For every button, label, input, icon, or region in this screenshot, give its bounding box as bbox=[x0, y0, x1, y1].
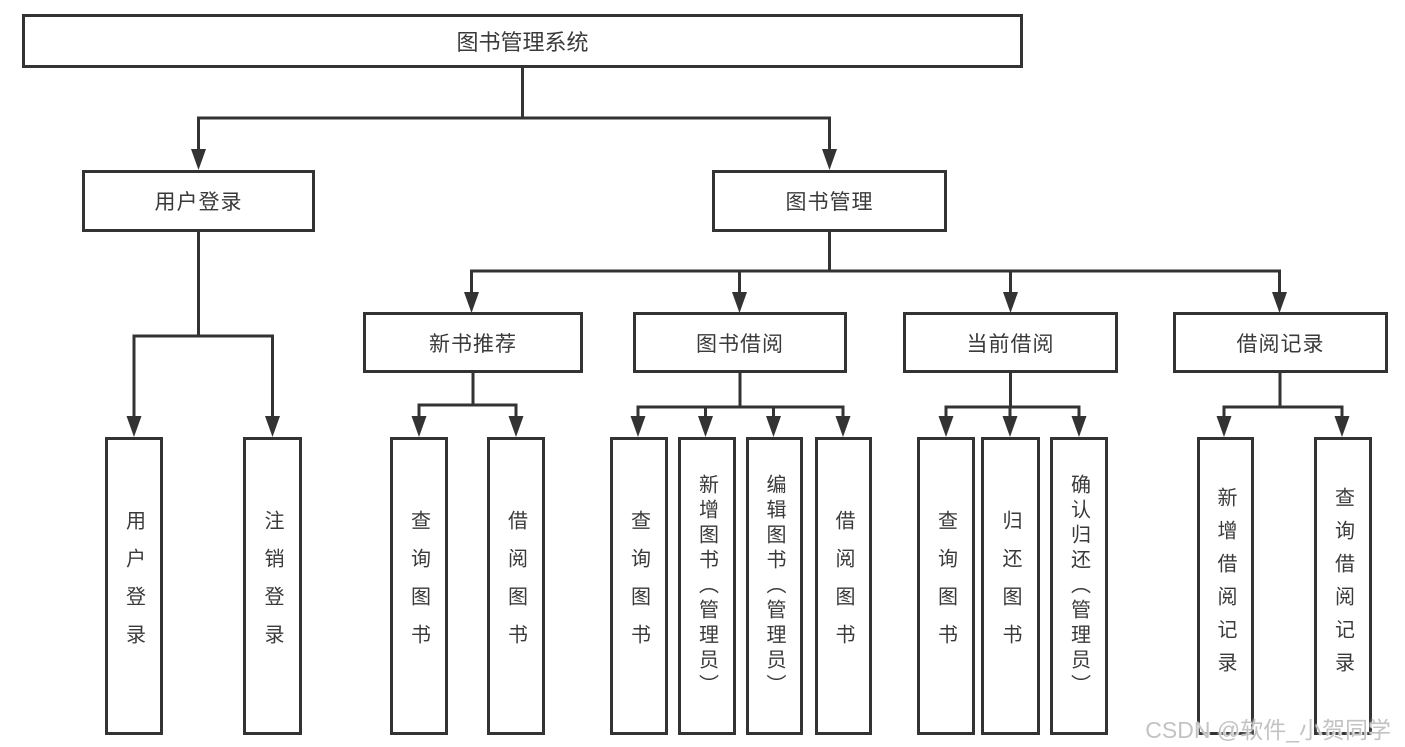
leaf-user-login: 用户登录 bbox=[105, 437, 163, 735]
leaf-add-borrow-record: 新增借阅记录 bbox=[1197, 437, 1254, 735]
leaf-query-books-borrow: 查询图书 bbox=[610, 437, 668, 735]
leaf-query-borrow-record: 查询借阅记录 bbox=[1314, 437, 1372, 735]
node-current-borrow: 当前借阅 bbox=[903, 312, 1118, 373]
node-new-book-recommend: 新书推荐 bbox=[363, 312, 583, 373]
node-borrow-records: 借阅记录 bbox=[1173, 312, 1388, 373]
leaf-query-books-current: 查询图书 bbox=[917, 437, 975, 735]
node-user-login: 用户登录 bbox=[82, 170, 315, 232]
leaf-edit-book-admin: 编辑图书（管理员） bbox=[746, 437, 803, 735]
arrowheads bbox=[126, 149, 1350, 437]
leaf-query-books-recommend: 查询图书 bbox=[390, 437, 448, 735]
leaf-return-book: 归还图书 bbox=[981, 437, 1040, 735]
node-book-management: 图书管理 bbox=[712, 170, 947, 232]
node-book-borrow: 图书借阅 bbox=[633, 312, 847, 373]
leaf-logout: 注销登录 bbox=[243, 437, 302, 735]
leaf-confirm-return-admin: 确认归还（管理员） bbox=[1050, 437, 1108, 735]
node-system-root: 图书管理系统 bbox=[22, 14, 1023, 68]
leaf-borrow-books-recommend: 借阅图书 bbox=[487, 437, 545, 735]
leaf-add-book-admin: 新增图书（管理员） bbox=[678, 437, 736, 735]
leaf-borrow-books: 借阅图书 bbox=[815, 437, 872, 735]
